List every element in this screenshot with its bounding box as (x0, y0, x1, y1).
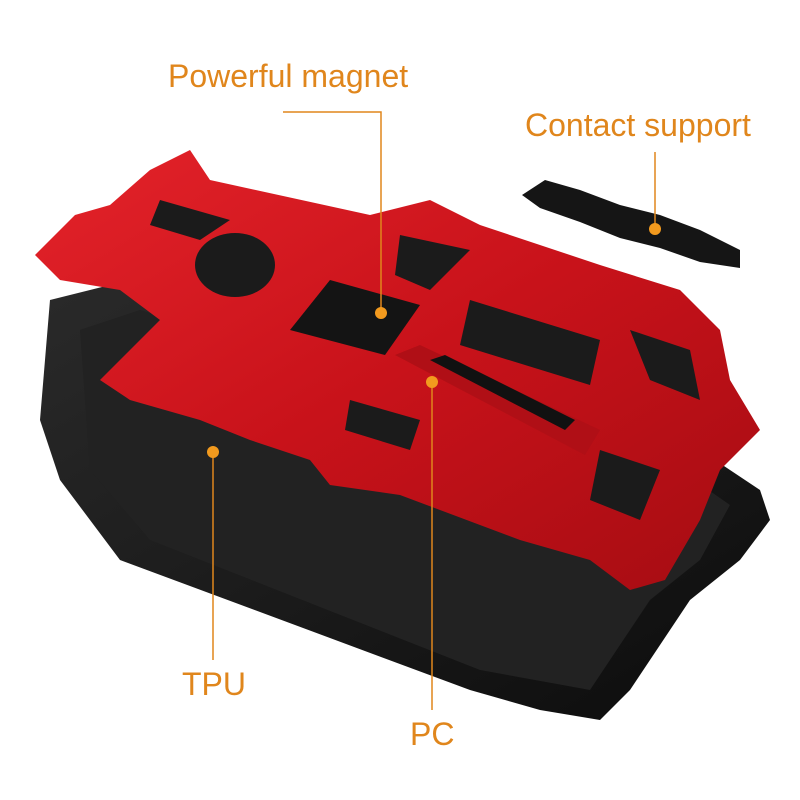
contact-support-part (522, 180, 740, 268)
frame-cutouts (150, 200, 700, 520)
kickstand-slot (430, 355, 575, 430)
label-contact-support: Contact support (525, 107, 751, 143)
kickstand (395, 345, 600, 455)
label-powerful-magnet: Powerful magnet (168, 58, 409, 94)
callout-dots (207, 223, 661, 458)
label-tpu: TPU (182, 666, 246, 702)
leader-lines (212, 111, 656, 710)
label-pc: PC (410, 716, 455, 752)
magnet-plate (290, 280, 420, 355)
